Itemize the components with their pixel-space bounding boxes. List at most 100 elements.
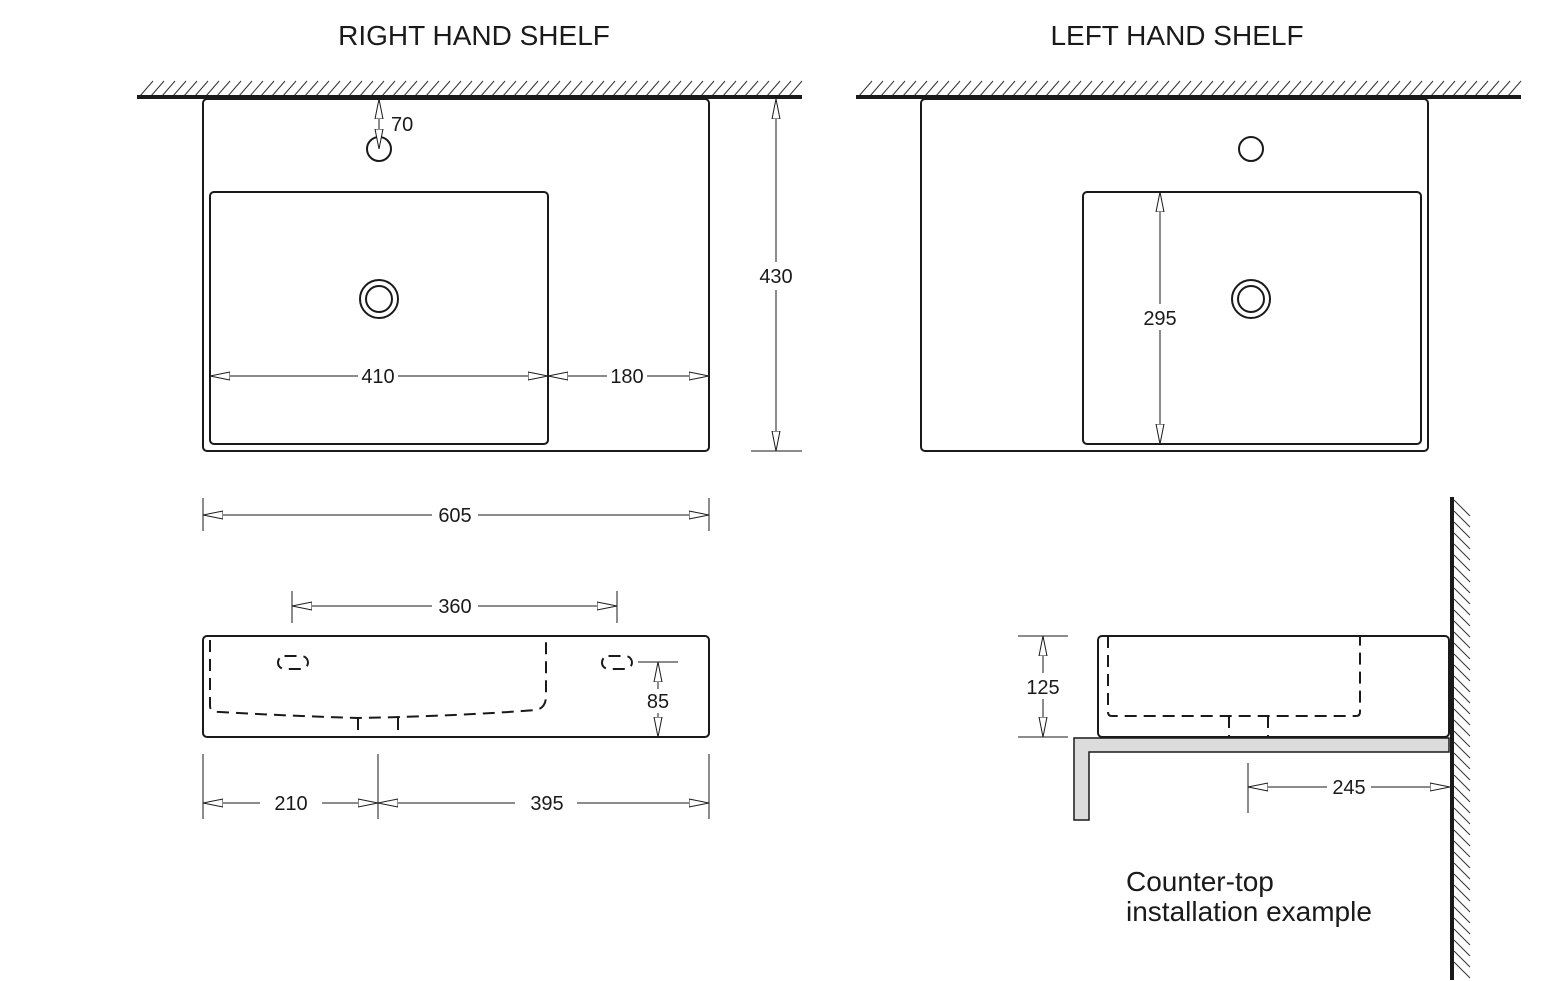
hatch-line — [1331, 80, 1346, 97]
hatch-line — [634, 80, 649, 97]
dim-label-180: 180 — [610, 366, 643, 388]
hatch-line — [667, 80, 682, 97]
hatch-line — [1342, 80, 1357, 97]
hatch-line — [1023, 80, 1038, 97]
hatch-line — [304, 80, 319, 97]
hatch-line — [1453, 719, 1471, 737]
hatch-line — [260, 80, 275, 97]
hatch-line — [1452, 80, 1467, 97]
hatch-line — [1453, 521, 1471, 539]
hatch-line — [1375, 80, 1390, 97]
dim-label-85: 85 — [647, 691, 669, 713]
hatch-line — [183, 80, 198, 97]
hatch-line — [1453, 499, 1471, 517]
side-elevation-countertop: 125 245 Counter-top installation example — [1018, 497, 1454, 980]
hatch-line — [1155, 80, 1170, 97]
hatch-line — [1453, 653, 1471, 671]
hatch-line — [1453, 928, 1471, 946]
hatch-line — [689, 80, 704, 97]
hatch-line — [1453, 895, 1471, 913]
hatch-line — [1453, 620, 1471, 638]
hatch-line — [1453, 818, 1471, 836]
hatch-line — [744, 80, 759, 97]
hatch-line — [1453, 950, 1471, 968]
hatch-line — [1177, 80, 1192, 97]
hatch-line — [1100, 80, 1115, 97]
hatch-line — [722, 80, 737, 97]
hatch-line — [858, 80, 873, 97]
hatch-line — [1453, 884, 1471, 902]
hatch-line — [979, 80, 994, 97]
hatch-line — [1453, 807, 1471, 825]
hatch-line — [1045, 80, 1060, 97]
hatch-line — [1453, 730, 1471, 748]
hatch-line — [359, 80, 374, 97]
hatch-line — [755, 80, 770, 97]
hatch-line — [194, 80, 209, 97]
hatch-line — [546, 80, 561, 97]
hatch-line — [1453, 576, 1471, 594]
hatch-line — [1453, 598, 1471, 616]
hatch-line — [1453, 697, 1471, 715]
hatch-line — [1199, 80, 1214, 97]
dim-label-360: 360 — [438, 596, 471, 618]
hatch-line — [1453, 829, 1471, 847]
hatch-line — [348, 80, 363, 97]
hatch-line — [513, 80, 528, 97]
hatch-line — [869, 80, 884, 97]
hatch-line — [1078, 80, 1093, 97]
dim-label-210: 210 — [274, 793, 307, 815]
hatch-line — [1453, 774, 1471, 792]
dim-label-605: 605 — [438, 505, 471, 527]
hatch-line — [891, 80, 906, 97]
hatch-line — [1353, 80, 1368, 97]
wall-hatch-side — [1453, 499, 1471, 979]
hatch-line — [1441, 80, 1456, 97]
hatch-line — [645, 80, 660, 97]
hatch-line — [458, 80, 473, 97]
hatch-line — [1453, 587, 1471, 605]
hatch-line — [447, 80, 462, 97]
hatch-line — [293, 80, 308, 97]
hatch-line — [1298, 80, 1313, 97]
dim-label-395: 395 — [530, 793, 563, 815]
hatch-line — [1133, 80, 1148, 97]
hatch-line — [216, 80, 231, 97]
countertop-shelf — [1073, 737, 1450, 821]
hatch-line — [238, 80, 253, 97]
hatch-line — [1364, 80, 1379, 97]
hatch-line — [1453, 741, 1471, 759]
hatch-line — [1210, 80, 1225, 97]
title-right-hand-shelf: RIGHT HAND SHELF — [338, 20, 610, 51]
hatch-line — [524, 80, 539, 97]
hatch-line — [1453, 851, 1471, 869]
hatch-line — [403, 80, 418, 97]
hatch-line — [271, 80, 286, 97]
overflow-slot-icon — [601, 655, 633, 670]
dim-label-125: 125 — [1026, 677, 1059, 699]
hatch-line — [1232, 80, 1247, 97]
tap-hole-icon — [1238, 136, 1264, 162]
hatch-line — [1408, 80, 1423, 97]
hatch-line — [1111, 80, 1126, 97]
hatch-line — [1453, 862, 1471, 880]
hatch-line — [1453, 785, 1471, 803]
hatch-line — [1453, 708, 1471, 726]
hatch-line — [491, 80, 506, 97]
dim-label-245: 245 — [1332, 777, 1365, 799]
hatch-line — [946, 80, 961, 97]
hatch-line — [414, 80, 429, 97]
hatch-line — [924, 80, 939, 97]
hatch-line — [1419, 80, 1434, 97]
hatch-line — [1474, 80, 1489, 97]
hatch-line — [392, 80, 407, 97]
hatch-line — [1034, 80, 1049, 97]
hatch-line — [326, 80, 341, 97]
hatch-line — [205, 80, 220, 97]
hatch-line — [249, 80, 264, 97]
hatch-line — [1453, 840, 1471, 858]
overflow-slot-icon — [277, 655, 309, 670]
hatch-line — [1056, 80, 1071, 97]
hatch-line — [425, 80, 440, 97]
